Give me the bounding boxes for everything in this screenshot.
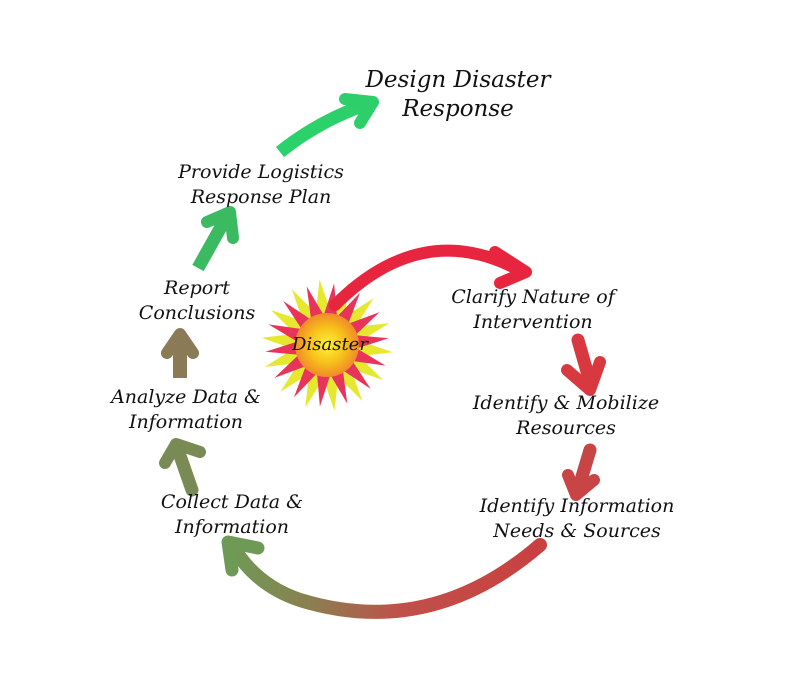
step-text-line: Analyze Data & (111, 386, 261, 408)
step-text-line: Design Disaster (365, 67, 551, 93)
step-text-line: Collect Data & (160, 491, 304, 513)
arrow-mobilize-to-info-needs (562, 443, 600, 501)
step-text-line: Information (128, 411, 244, 433)
step-text-line: Intervention (473, 311, 593, 333)
step-analyze-data: Analyze Data & Information (111, 385, 261, 435)
step-provide-logistics: Provide Logistics Response Plan (178, 160, 344, 210)
arrow-report-to-logistics (192, 206, 239, 272)
step-identify-mobilize: Identify & Mobilize Resources (473, 391, 659, 441)
arrow-analyze-to-report (161, 328, 199, 378)
center-label-disaster: Disaster (292, 332, 368, 357)
step-text-line: Information (174, 516, 290, 538)
step-text-line: Provide Logistics (178, 161, 344, 183)
step-identify-info-needs: Identify Information Needs & Sources (480, 494, 675, 544)
step-text-line: Identify Information (479, 495, 675, 517)
step-text-line: Resources (516, 417, 616, 439)
starburst-icon (261, 279, 393, 411)
step-clarify-nature: Clarify Nature of Intervention (451, 285, 615, 335)
step-collect-data: Collect Data & Information (161, 490, 303, 540)
step-report-conclusions: Report Conclusions (139, 276, 255, 326)
step-text-line: Needs & Sources (493, 520, 661, 542)
step-text-line: Conclusions (138, 302, 256, 324)
arrow-disaster-to-clarify (329, 244, 532, 311)
arrow-clarify-to-mobilize (561, 333, 606, 396)
step-design-response: Design Disaster Response (365, 66, 550, 124)
arrow-info-needs-to-collect (221, 535, 547, 619)
arrow-collect-to-analyze (159, 438, 206, 497)
step-text-line: Report (164, 277, 230, 299)
step-text-line: Identify & Mobilize (472, 392, 660, 414)
step-text-line: Response (402, 96, 514, 122)
arrow-logistics-to-design (275, 93, 379, 158)
step-text-line: Response Plan (190, 186, 332, 208)
center-label-text: Disaster (292, 334, 368, 355)
step-text-line: Clarify Nature of (451, 286, 615, 308)
